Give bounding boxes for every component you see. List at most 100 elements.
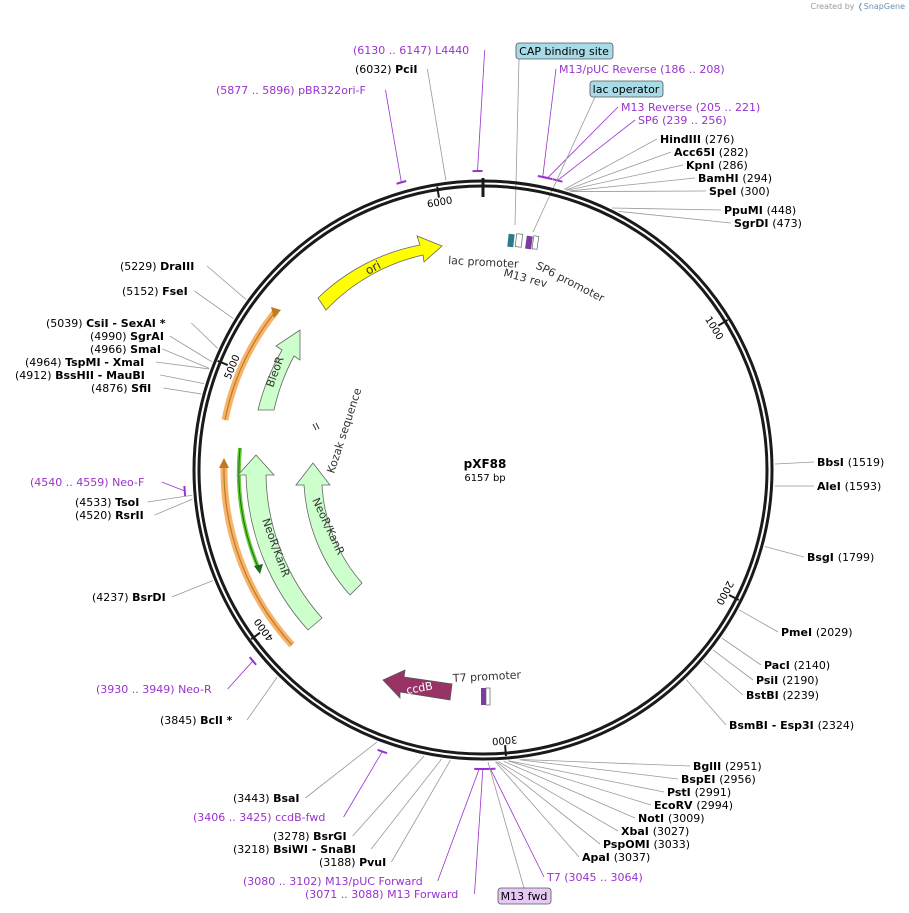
enzyme-name: CsiI - SexAI * bbox=[86, 317, 166, 330]
feature-ccdb-label: ccdB bbox=[405, 680, 433, 697]
plasmid-length: 6157 bp bbox=[464, 473, 505, 484]
enzyme-name: BsiWI - SnaBI bbox=[273, 843, 356, 856]
primer-pos: (3406 .. 3425) bbox=[193, 811, 275, 824]
enzyme-tsoi: (4533) TsoI bbox=[75, 496, 139, 509]
enzyme-pos: (4520) bbox=[75, 509, 115, 522]
leader-bsiwi-snabi bbox=[370, 758, 442, 850]
enzyme-pos: (3278) bbox=[273, 830, 313, 843]
enzyme-name: PspOMI bbox=[603, 838, 654, 851]
feature-t7-marker bbox=[481, 688, 486, 705]
enzyme-name: BspEI bbox=[681, 773, 719, 786]
leader-paci bbox=[721, 637, 762, 666]
primer-neo-r: (3930 .. 3949) Neo-R bbox=[96, 683, 212, 696]
primer-pbr322ori-f: (5877 .. 5896) pBR322ori-F bbox=[216, 84, 366, 97]
primer-name: M13/pUC Forward bbox=[325, 875, 423, 888]
leader-psti bbox=[508, 760, 665, 793]
leader-kpni bbox=[566, 164, 684, 191]
feature-kozak-mark-b bbox=[315, 422, 320, 430]
enzyme-name: BamHI bbox=[698, 172, 742, 185]
enzyme-name: TsoI bbox=[115, 496, 139, 509]
enzyme-name: PpuMI bbox=[724, 204, 767, 217]
leader-xbai bbox=[498, 761, 619, 832]
enzyme-pos: (473) bbox=[772, 217, 802, 230]
enzyme-name: ApaI bbox=[582, 851, 614, 864]
ruler-label-1000: 1000 bbox=[702, 315, 725, 342]
primer-leader-pbr322ori-f bbox=[385, 89, 402, 183]
primer-leader-t7 bbox=[490, 768, 545, 878]
enzyme-tspmi-xmai: (4964) TspMI - XmaI bbox=[25, 356, 144, 369]
enzyme-acc65i: Acc65I (282) bbox=[674, 146, 748, 159]
enzyme-name: BsrGI bbox=[313, 830, 346, 843]
enzyme-kpni: KpnI (286) bbox=[686, 159, 748, 172]
enzyme-pos: (4876) bbox=[91, 382, 131, 395]
enzyme-alei: AleI (1593) bbox=[817, 480, 881, 493]
enzyme-pos: (3188) bbox=[319, 856, 359, 869]
enzyme-pos: (2994) bbox=[696, 799, 733, 812]
leader-csii-sexai bbox=[191, 322, 218, 349]
snapgene-logo-icon: ❬ bbox=[857, 2, 864, 11]
enzyme-rsrii: (4520) RsrII bbox=[75, 509, 144, 522]
primer-pos: (3930 .. 3949) bbox=[96, 683, 178, 696]
enzyme-bsai: (3443) BsaI bbox=[233, 792, 300, 805]
primer-m13-forward: (3071 .. 3088) M13 Forward bbox=[305, 888, 458, 901]
enzyme-name: EcoRV bbox=[654, 799, 696, 812]
enzyme-paci: PacI (2140) bbox=[764, 659, 830, 672]
enzyme-name: Acc65I bbox=[674, 146, 719, 159]
leader-bbsi bbox=[774, 461, 815, 465]
feature-kozak-label: Kozak sequence bbox=[324, 386, 364, 475]
box-m13-fwd bbox=[497, 887, 552, 905]
enzyme-pos: (2239) bbox=[783, 689, 820, 702]
enzyme-name: PstI bbox=[667, 786, 695, 799]
primer-leader-neo-f bbox=[161, 481, 185, 492]
primer-pos: (3071 .. 3088) bbox=[305, 888, 387, 901]
enzyme-pos: (300) bbox=[740, 185, 770, 198]
enzyme-bspei: BspEI (2956) bbox=[681, 773, 756, 786]
primer-pos: (3080 .. 3102) bbox=[243, 875, 325, 888]
enzyme-name: BstBI bbox=[746, 689, 783, 702]
enzyme-xbai: XbaI (3027) bbox=[621, 825, 689, 838]
enzyme-ecorv: EcoRV (2994) bbox=[654, 799, 733, 812]
leader-lines bbox=[147, 49, 815, 895]
enzyme-pos: (294) bbox=[742, 172, 772, 185]
enzyme-name: SpeI bbox=[709, 185, 740, 198]
leader-ppumi bbox=[611, 207, 722, 211]
primer-pos: (205 .. 221) bbox=[696, 101, 761, 114]
enzyme-name: BsaI bbox=[273, 792, 299, 805]
enzyme-pos: (1519) bbox=[848, 456, 885, 469]
leader-pcii bbox=[427, 68, 447, 181]
leader-draiii bbox=[206, 265, 247, 300]
feature-lac-promoter-label: lac promoter bbox=[448, 254, 519, 271]
enzyme-pos: (2029) bbox=[816, 626, 853, 639]
enzyme-name: SmaI bbox=[130, 343, 161, 356]
enzyme-name: BsgI bbox=[807, 551, 838, 564]
enzyme-bstbi: BstBI (2239) bbox=[746, 689, 819, 702]
plasmid-name: pXF88 bbox=[464, 457, 507, 471]
primer-pos: (186 .. 208) bbox=[660, 63, 725, 76]
leader-bstbi bbox=[703, 660, 744, 696]
enzyme-pos: (4237) bbox=[92, 591, 132, 604]
enzyme-pos: (4966) bbox=[90, 343, 130, 356]
enzyme-pos: (4533) bbox=[75, 496, 115, 509]
enzyme-name: BsmBI - Esp3I bbox=[729, 719, 818, 732]
leader-bamhi bbox=[569, 177, 696, 192]
leader-bsgi bbox=[764, 546, 805, 558]
enzyme-bbsi: BbsI (1519) bbox=[817, 456, 884, 469]
primer-pos: (4540 .. 4559) bbox=[30, 476, 112, 489]
enzyme-pos: (2140) bbox=[794, 659, 831, 672]
ruler-label-6000: 6000 bbox=[426, 196, 453, 211]
enzyme-pos: (276) bbox=[705, 133, 735, 146]
leader-cap-binding-site bbox=[514, 58, 520, 226]
enzyme-name: PvuI bbox=[359, 856, 386, 869]
feature-kozak-mark-a bbox=[312, 423, 317, 431]
enzyme-bsrdi: (4237) BsrDI bbox=[92, 591, 166, 604]
enzyme-pos: (1593) bbox=[845, 480, 882, 493]
enzyme-name: SfiI bbox=[131, 382, 151, 395]
leader-bcli bbox=[246, 676, 278, 721]
feature-neor-kanr-inner-arrow bbox=[295, 462, 363, 596]
enzyme-pos: (4964) bbox=[25, 356, 65, 369]
primer-name: M13 Reverse bbox=[621, 101, 696, 114]
credit-brand: SnapGene bbox=[863, 2, 905, 11]
orange-track-lower-core bbox=[223, 463, 293, 646]
leader-bsrgi bbox=[352, 755, 425, 837]
enzyme-pos: (5152) bbox=[122, 285, 162, 298]
